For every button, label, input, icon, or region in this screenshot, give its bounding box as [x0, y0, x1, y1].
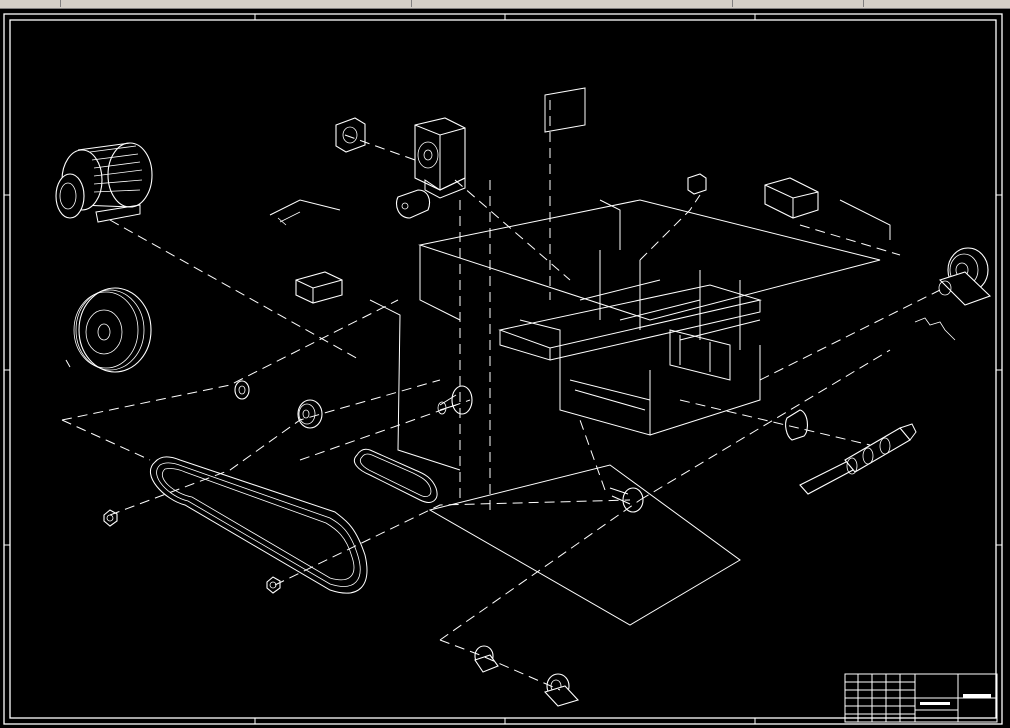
title-block	[844, 673, 998, 723]
motor-part[interactable]	[55, 142, 153, 223]
v-belt-large[interactable]	[149, 456, 368, 594]
small-pulley-part[interactable]	[297, 399, 323, 429]
toolbar-segment[interactable]	[412, 0, 733, 7]
machine-frame	[418, 87, 881, 436]
screw-part[interactable]	[277, 211, 301, 226]
large-pulley-part[interactable]	[65, 287, 152, 373]
leader-lines	[269, 199, 891, 471]
toolbar-segment[interactable]	[733, 0, 864, 7]
border-ticks	[4, 14, 1002, 724]
toolbar-segment[interactable]	[61, 0, 412, 7]
flange-part[interactable]	[335, 117, 366, 153]
shaft-coupling-part[interactable]	[437, 385, 473, 415]
main-shaft-part[interactable]	[799, 423, 917, 495]
toolbar-segment[interactable]	[0, 0, 61, 7]
stepper-motor-part[interactable]	[764, 177, 819, 219]
base-plate	[428, 464, 741, 626]
pillow-block-part[interactable]	[543, 673, 580, 707]
toolbar-segment[interactable]	[864, 0, 1010, 7]
assembly-centerlines	[61, 100, 941, 691]
spring-part[interactable]	[914, 317, 956, 341]
right-bearing-part[interactable]	[938, 247, 992, 306]
hex-nut-part[interactable]	[266, 576, 281, 594]
gearbox-part[interactable]	[414, 117, 466, 199]
v-belt-small[interactable]	[353, 448, 438, 503]
sensor-block-part[interactable]	[687, 173, 707, 195]
cad-toolbar-strip[interactable]	[0, 0, 1010, 9]
outer-border	[3, 13, 1003, 725]
inner-border	[9, 19, 997, 719]
key-block-part[interactable]	[295, 271, 343, 304]
drawing-canvas[interactable]	[0, 9, 1010, 728]
bearing-part[interactable]	[234, 380, 250, 400]
pillow-block-part[interactable]	[474, 645, 499, 673]
gear-pinion-part[interactable]	[609, 487, 644, 513]
hex-nut-part[interactable]	[103, 509, 118, 527]
clamp-part[interactable]	[785, 409, 809, 441]
cam-part[interactable]	[395, 189, 431, 219]
